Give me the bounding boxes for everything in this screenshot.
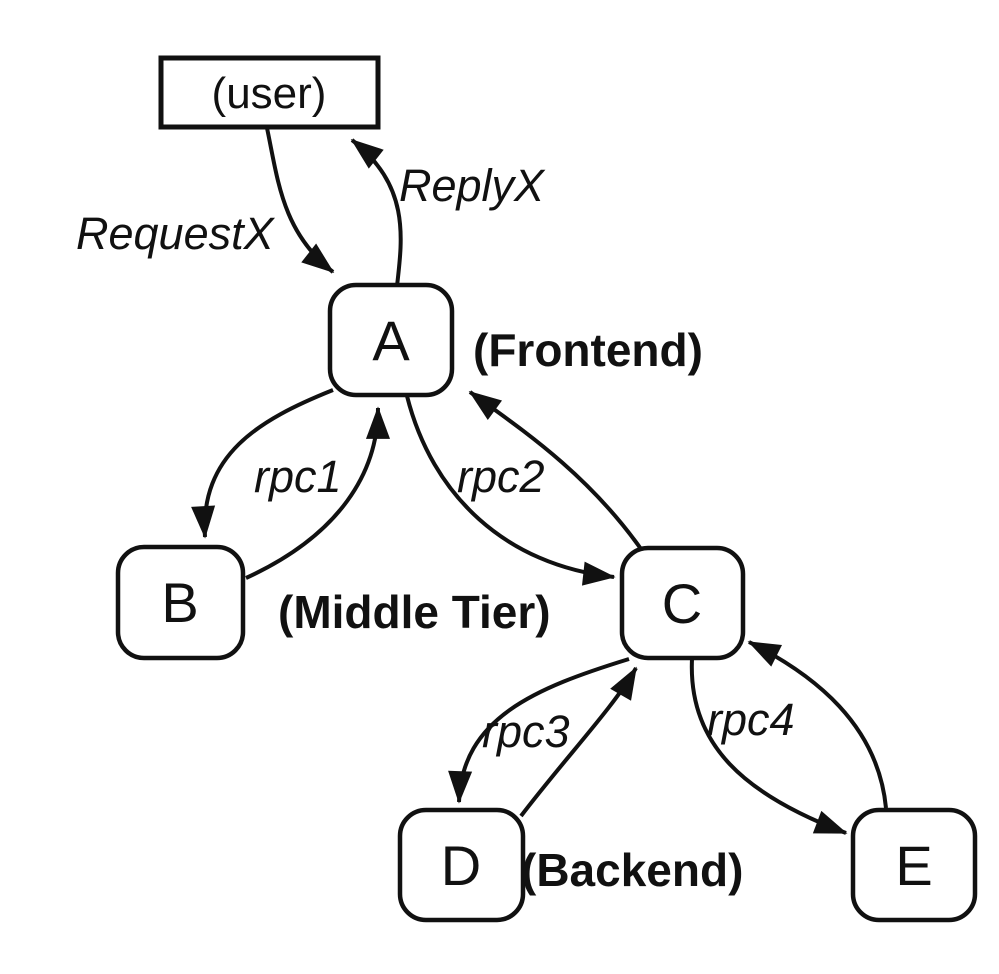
node-user-label: (user)	[212, 69, 327, 118]
edge-replyx-a-to-user	[350, 138, 403, 287]
node-b: B	[115, 544, 246, 661]
node-e-label: E	[895, 834, 932, 897]
node-a: A	[327, 282, 455, 398]
edge-requestx-user-to-a	[265, 127, 335, 274]
tier-label-frontend: (Frontend)	[473, 324, 703, 376]
edge-rpc4-c-to-e	[689, 658, 848, 835]
node-user-box	[158, 55, 381, 130]
node-a-label: A	[372, 309, 410, 372]
edge-rpc3-d-to-c	[519, 666, 638, 818]
edge-label-replyx: ReplyX	[399, 160, 546, 211]
edge-label-rpc1: rpc1	[254, 451, 342, 502]
edge-rpc1-b-to-a	[245, 406, 391, 580]
node-a-box	[327, 282, 455, 398]
node-c-label: C	[662, 572, 702, 635]
edge-label-requestx: RequestX	[76, 208, 276, 259]
tier-label-middle: (Middle Tier)	[278, 586, 551, 638]
edge-rpc3-c-to-d	[448, 657, 630, 804]
node-c: C	[619, 545, 746, 661]
edge-label-rpc4: rpc4	[707, 694, 795, 745]
node-e: E	[850, 807, 978, 923]
edge-label-rpc3: rpc3	[482, 706, 570, 757]
tier-label-backend: (Backend)	[521, 844, 743, 896]
node-d: D	[397, 807, 526, 923]
node-user: (user)	[158, 55, 381, 130]
edge-rpc2-c-to-a	[468, 390, 643, 551]
edge-rpc4-e-to-c	[747, 640, 888, 809]
node-d-label: D	[441, 834, 481, 897]
node-b-label: B	[161, 571, 198, 634]
edge-rpc1-a-to-b	[191, 388, 334, 539]
node-c-box	[619, 545, 746, 661]
edge-rpc2-a-to-c	[405, 395, 616, 586]
node-b-box	[115, 544, 246, 661]
node-e-box	[850, 807, 978, 923]
edge-label-rpc2: rpc2	[457, 451, 545, 502]
node-d-box	[397, 807, 526, 923]
